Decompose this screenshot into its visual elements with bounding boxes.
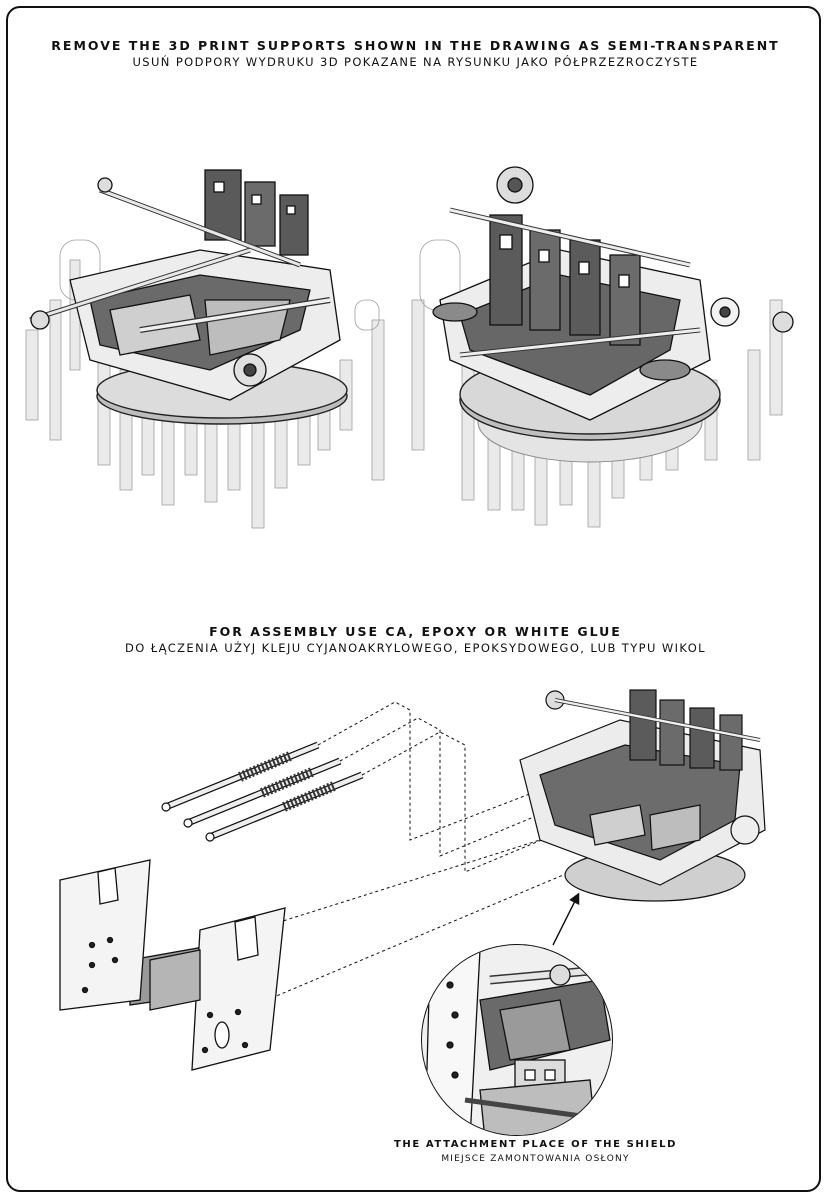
barrels (161, 741, 364, 842)
assembled-mount (519, 689, 766, 902)
detail-caption-block: THE ATTACHMENT PLACE OF THE SHIELD MIEJS… (120, 1139, 831, 1164)
right-mount-with-supports (411, 166, 794, 528)
shield-assembly (59, 859, 286, 1071)
assembly-heading-block: FOR ASSEMBLY USE CA, EPOXY OR WHITE GLUE… (0, 624, 831, 655)
shield-guide-lines (174, 839, 576, 1006)
barrel-1 (161, 741, 320, 812)
detail-callout (421, 892, 613, 1136)
detail-magnified-view (422, 945, 612, 1135)
page-frame (6, 6, 821, 1192)
assembly-heading-polish: DO ŁĄCZENIA UŻYJ KLEJU CYJANOAKRYLOWEGO,… (125, 641, 706, 655)
header-polish: USUŃ PODPORY WYDRUKU 3D POKAZANE NA RYSU… (132, 55, 699, 69)
detail-pointer-arrow (552, 892, 580, 946)
right-gun-carriage (432, 166, 794, 421)
shield-plate-left (59, 859, 151, 1011)
barrel-3 (205, 771, 364, 842)
header-block: REMOVE THE 3D PRINT SUPPORTS SHOWN IN TH… (0, 38, 831, 69)
detail-caption-polish: MIEJSCE ZAMONTOWANIA OSŁONY (441, 1154, 630, 1164)
assembly-heading-english: FOR ASSEMBLY USE CA, EPOXY OR WHITE GLUE (209, 624, 622, 639)
barrel-guide-lines (317, 701, 641, 873)
barrel-2 (183, 757, 342, 828)
left-gun-carriage (29, 169, 341, 401)
header-english: REMOVE THE 3D PRINT SUPPORTS SHOWN IN TH… (51, 38, 780, 53)
detail-caption-english: THE ATTACHMENT PLACE OF THE SHIELD (393, 1139, 678, 1150)
left-mount-with-supports (25, 169, 385, 529)
